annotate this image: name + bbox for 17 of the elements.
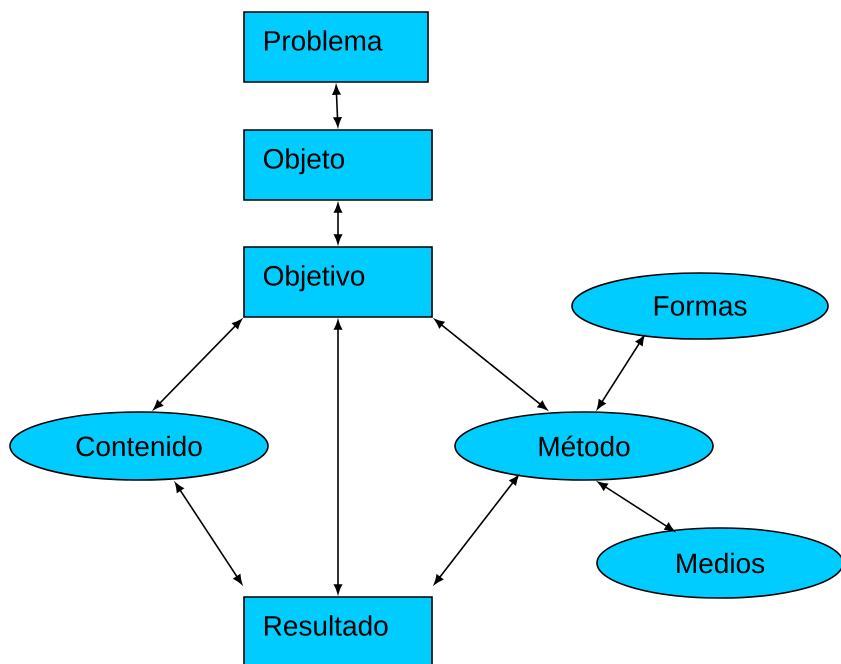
arrow [598, 482, 674, 532]
process-box: Objetivo [243, 246, 433, 318]
arrow [434, 319, 548, 410]
arrow [334, 203, 342, 244]
arrow [434, 475, 519, 584]
ellipse-node: Contenido [9, 411, 269, 481]
arrow [153, 319, 242, 410]
ellipse-node: Formas [571, 272, 829, 340]
process-box: Resultado [243, 596, 433, 664]
ellipse-node: Medios [596, 527, 841, 599]
process-box: Objeto [243, 129, 433, 201]
process-box: Problema [243, 11, 429, 83]
arrow [334, 320, 342, 594]
arrow [332, 85, 342, 127]
ellipse-node: Método [454, 411, 714, 481]
arrow [596, 336, 644, 410]
arrow [174, 482, 242, 584]
